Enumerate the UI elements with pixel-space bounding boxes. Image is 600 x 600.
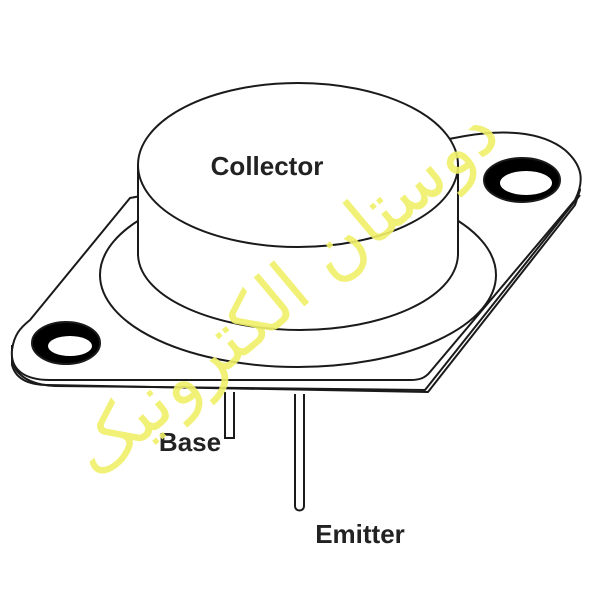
- collector-label: Collector: [211, 151, 324, 181]
- collector-can: [137, 82, 459, 332]
- can-top: [137, 82, 459, 248]
- base-label: Base: [159, 427, 221, 457]
- base-lead: [224, 392, 235, 439]
- mounting-hole-right-inner: [500, 171, 552, 195]
- emitter-label: Emitter: [315, 519, 405, 549]
- emitter-lead: [294, 394, 305, 512]
- mounting-hole-left-inner: [48, 336, 92, 356]
